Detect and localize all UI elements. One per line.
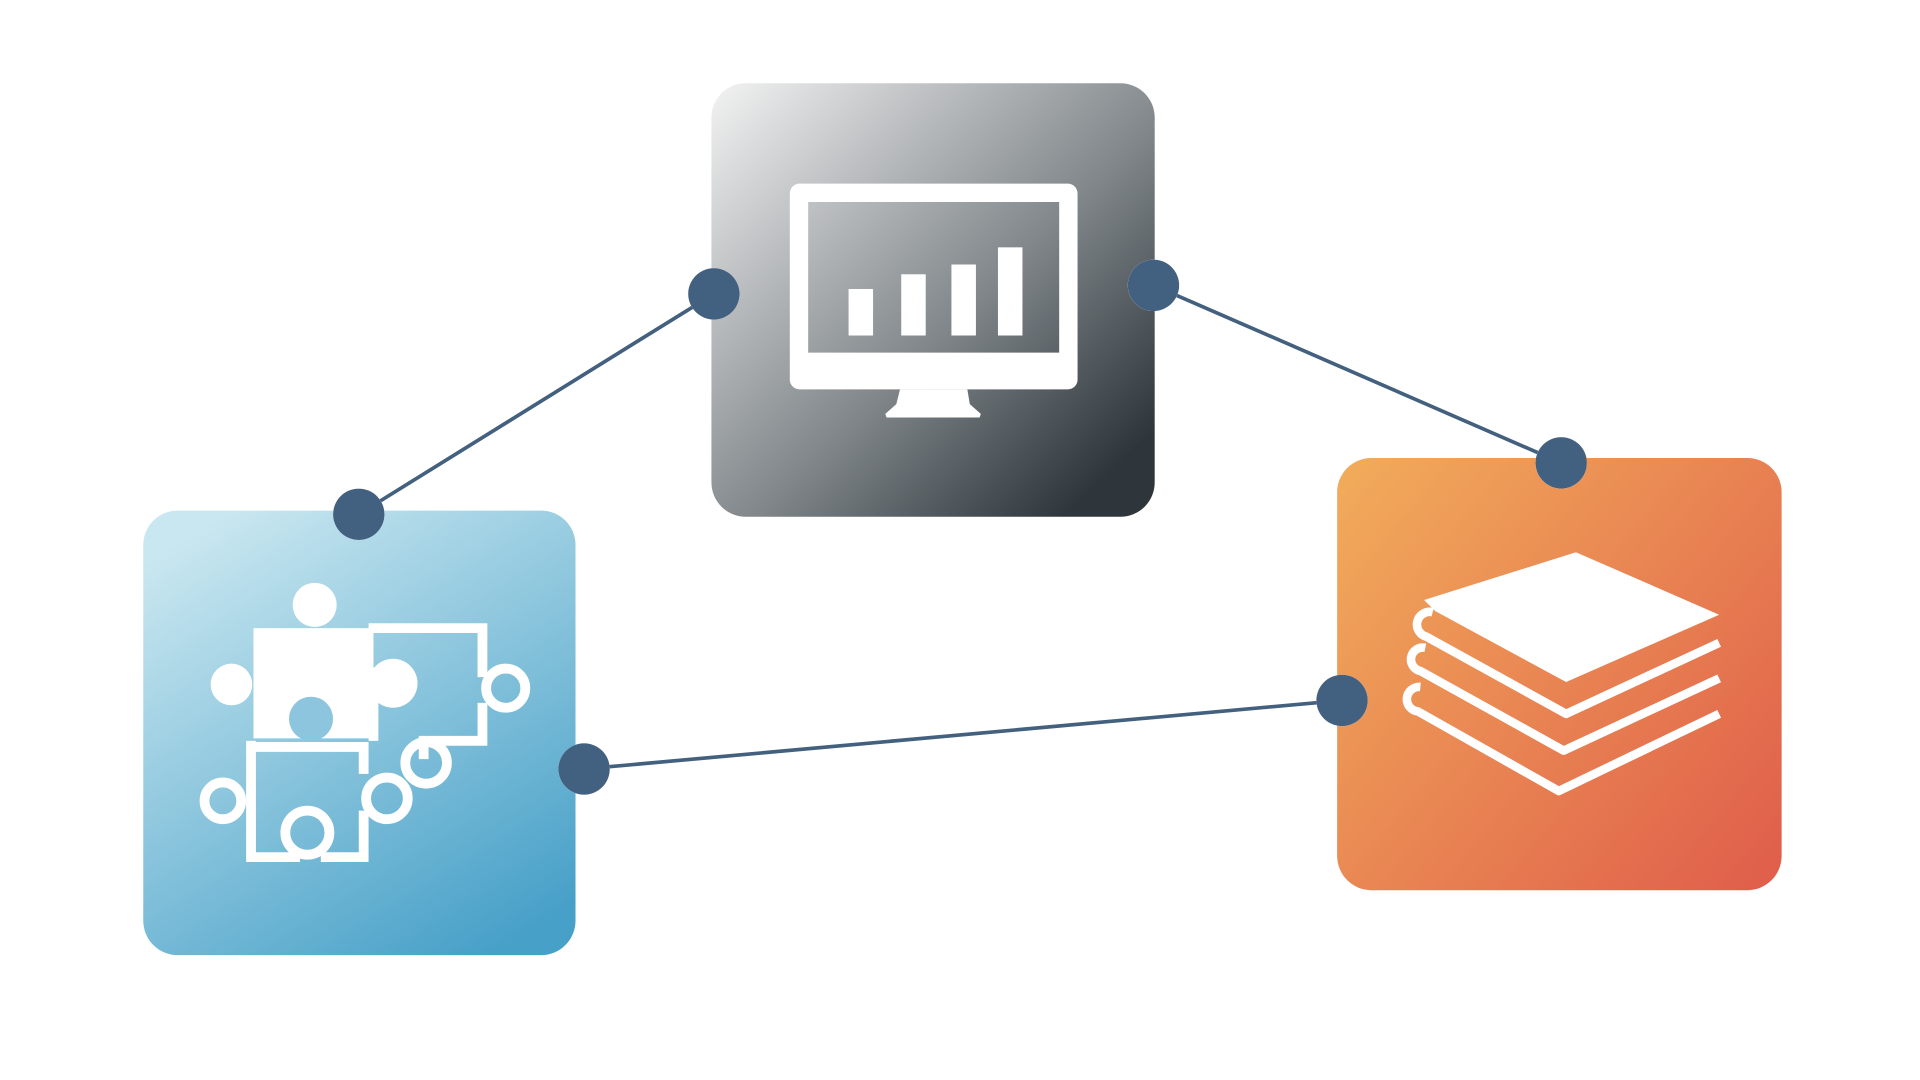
connector-dot[interactable] — [333, 488, 385, 540]
connector-dot[interactable] — [1127, 259, 1180, 312]
connector-integration-layers — [583, 698, 1343, 771]
puzzle-pieces-icon — [199, 582, 531, 863]
data-layers-node[interactable] — [1337, 457, 1782, 891]
connector-dot[interactable] — [558, 743, 610, 795]
analytics-node[interactable] — [711, 83, 1155, 517]
connector-dot[interactable] — [688, 268, 740, 320]
connector-integration-analytics — [357, 292, 715, 516]
connector-analytics-layers — [1152, 283, 1562, 465]
connector-dot[interactable] — [1535, 437, 1587, 489]
stacked-layers-icon — [1402, 552, 1722, 796]
connector-dot[interactable] — [1316, 674, 1368, 727]
integration-node[interactable] — [143, 510, 576, 956]
monitor-bar-chart-icon — [789, 183, 1078, 418]
